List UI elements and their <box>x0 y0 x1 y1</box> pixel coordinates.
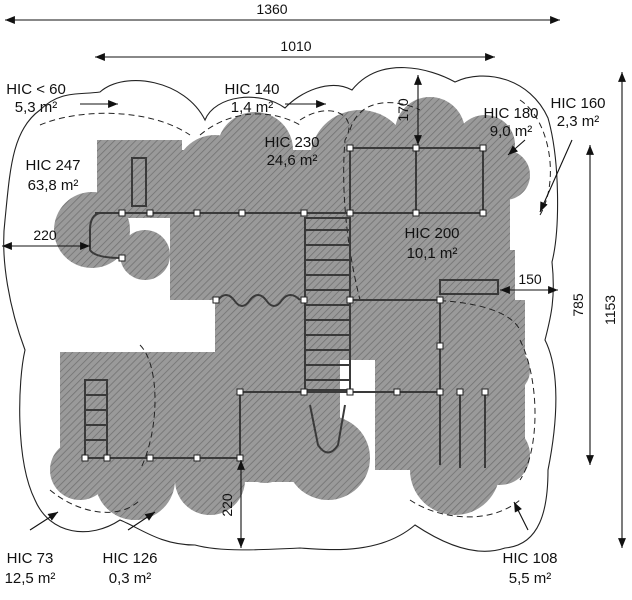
zone-area-label: 0,3 m² <box>109 570 152 587</box>
zone-hic-label: HIC < 60 <box>6 81 66 98</box>
zone-hic-label: HIC 108 <box>502 550 557 567</box>
zone-area-label: 2,3 m² <box>557 113 600 130</box>
dimension-total-width: 1360 <box>256 1 287 17</box>
zone-hic-label: HIC 73 <box>7 550 54 567</box>
zone-boundary <box>39 99 551 518</box>
dimension-top-gap: 170 <box>395 98 411 122</box>
zone-area-label: 5,5 m² <box>509 570 552 587</box>
zone-hic-label: HIC 160 <box>550 95 605 112</box>
dimension-total-height: 1153 <box>602 295 618 325</box>
zone-area-label: 24,6 m² <box>267 152 318 169</box>
dimension-left-gap: 220 <box>33 227 57 243</box>
zone-hic-label: HIC 140 <box>224 81 279 98</box>
zone-area-label: 1,4 m² <box>231 99 274 116</box>
dimension-frame-width: 1010 <box>280 38 311 54</box>
zone-hic-label: HIC 230 <box>264 134 319 151</box>
dimension-right-gap: 150 <box>518 271 542 287</box>
zone-hic-label: HIC 126 <box>102 550 157 567</box>
dimension-bottom-gap: 220 <box>219 493 235 517</box>
zone-hic-label: HIC 247 <box>25 157 80 174</box>
zone-area-label: 5,3 m² <box>15 99 58 116</box>
zone-area-label: 10,1 m² <box>407 245 458 262</box>
dimension-lines <box>2 16 626 548</box>
zone-area-label: 12,5 m² <box>5 570 56 587</box>
zone-hic-label: HIC 200 <box>404 225 459 242</box>
dimension-frame-height: 785 <box>570 293 586 317</box>
zone-area-label: 9,0 m² <box>490 123 533 140</box>
zone-area-label: 63,8 m² <box>28 177 79 194</box>
zone-hic-label: HIC 180 <box>483 105 538 122</box>
label-pointer-arrows <box>29 100 573 531</box>
